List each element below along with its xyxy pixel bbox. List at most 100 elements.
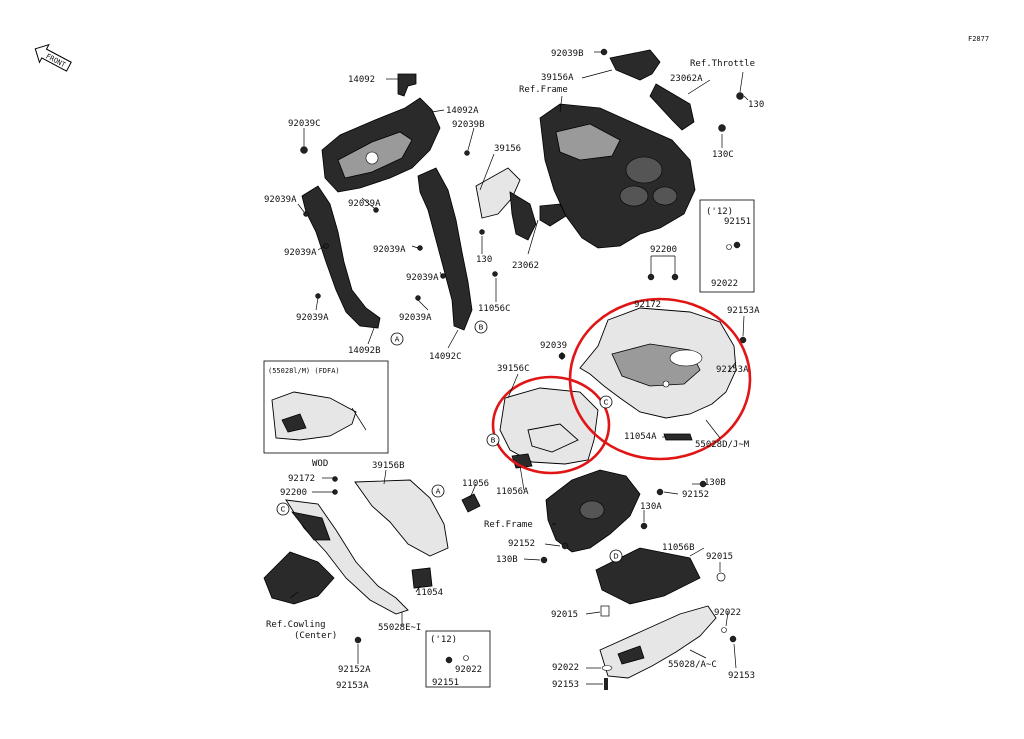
bolt-92152-b[interactable] [561,542,569,550]
center-cowling [263,551,335,605]
bolt-92039a-3[interactable] [323,243,329,249]
label-130b-a: 130B [704,478,726,488]
label-39156b: 39156B [372,461,405,471]
grommet-92015-b[interactable] [600,605,610,617]
callout-b-lower[interactable]: B [486,433,500,447]
callout-b-upper[interactable]: B [474,320,488,334]
bolt-92172-b[interactable] [332,476,338,482]
svg-text:C: C [604,399,609,407]
label-92153a-c: 92153A [336,681,369,691]
label-39156a: 39156A [541,73,574,83]
bolt-92039c[interactable] [300,146,308,154]
label-12-a: ('12) [706,207,733,217]
svg-text:B: B [479,324,484,332]
inner-panel-39156c[interactable] [499,387,599,465]
callout-c-upper[interactable]: C [599,395,613,409]
inner-bracket-14092a[interactable] [321,97,441,193]
label-92151-a: 92151 [724,217,751,227]
label-92022-b: 92022 [455,665,482,675]
bolt-92153-a[interactable] [729,635,737,643]
lower-frame [545,469,641,553]
lower-cover-55028ac[interactable] [599,605,717,679]
label-130c: 130C [712,150,734,160]
bracket-39156a[interactable] [609,49,661,81]
label-ref-cowling-2: (Center) [294,631,337,641]
bolt-130-b[interactable] [479,229,485,235]
washer-92022-c[interactable] [721,627,727,633]
label-92022-a: 92022 [711,279,738,289]
variant-box-12-bottom [425,630,491,688]
collar-11056c[interactable] [492,271,498,277]
label-ref-frame-a: Ref.Frame [519,85,568,95]
part-labels: 14092 14092A 92039C 92039B 92039B 39156A… [264,49,764,691]
panel-39156b[interactable] [354,479,449,557]
label-92153-a: 92153 [728,671,755,681]
label-11054a: 11054A [624,432,657,442]
label-11056: 11056 [462,479,489,489]
bolt-92200-a[interactable] [647,273,655,281]
label-55028ac: 55028/A~C [668,660,717,670]
lower-cowling-55028e[interactable] [285,499,409,615]
label-ref-cowling-1: Ref.Cowling [266,620,326,630]
svg-text:A: A [395,336,400,344]
label-92039a-3: 92039A [284,248,317,258]
upper-frame [539,103,696,249]
label-wod: WOD [312,459,328,469]
inset-inner-cover[interactable] [271,391,367,441]
bolt-92039a-4[interactable] [417,245,423,251]
label-92039b-b: 92039B [551,49,584,59]
label-11056b: 11056B [662,543,695,553]
label-92039a-2: 92039A [348,199,381,209]
bolt-92039a-2[interactable] [373,207,379,213]
bolt-92152a[interactable] [354,636,362,644]
highlight-circle-lower [491,375,611,475]
bolt-130b-b[interactable] [540,556,548,564]
label-92039a-7: 92039A [399,313,432,323]
collar-11056[interactable] [461,493,481,513]
stay-23062[interactable] [539,203,567,227]
label-55028e: 55028E~I [378,623,421,633]
label-14092b: 14092B [348,346,381,356]
bolt-92151-a[interactable] [733,241,741,249]
inner-cover-55028d[interactable] [579,307,737,419]
label-14092: 14092 [348,75,375,85]
washer-92022-b[interactable] [463,655,469,661]
variant-box-12-top [699,199,755,293]
callout-d[interactable]: D [609,549,623,563]
label-92039a-5: 92039A [406,273,439,283]
stay-14092c[interactable] [417,167,473,331]
bolt-92039a-6[interactable] [315,293,321,299]
label-92152-b: 92152 [508,539,535,549]
label-39156: 39156 [494,144,521,154]
label-ref-throttle: Ref.Throttle [690,59,755,69]
bracket-39156[interactable] [475,167,537,241]
bracket-14092[interactable] [397,73,417,97]
callout-a-lower[interactable]: A [431,484,445,498]
stay-23062a[interactable] [649,83,695,131]
bolt-130a[interactable] [640,522,648,530]
bolt-92039a-1[interactable] [303,211,309,217]
label-92039a-1: 92039A [264,195,297,205]
plate-11054a[interactable] [663,433,693,441]
bolt-92039a-7[interactable] [415,295,421,301]
washer-92022-a[interactable] [726,244,732,250]
grommet-92015-a[interactable] [716,572,726,582]
bolt-92039b-a[interactable] [464,150,470,156]
inset-box-fdfa [263,360,389,454]
label-11056a: 11056A [496,487,529,497]
plate-11054[interactable] [411,567,433,589]
bolt-92152-a[interactable] [656,488,664,496]
bolt-92151-b[interactable] [445,656,453,664]
bolt-92153-b[interactable] [604,678,608,690]
bolt-130-a[interactable] [736,92,744,100]
bracket-11056b[interactable] [595,547,701,605]
label-92022-d: 92022 [552,663,579,673]
bolt-92172-a[interactable] [671,273,679,281]
bolt-130c[interactable] [718,124,726,132]
washer-92022-d[interactable] [601,665,613,671]
callout-a-upper[interactable]: A [390,332,404,346]
callout-c-lower[interactable]: C [276,502,290,516]
stay-14092b[interactable] [301,185,381,329]
leader-lines [289,51,749,685]
